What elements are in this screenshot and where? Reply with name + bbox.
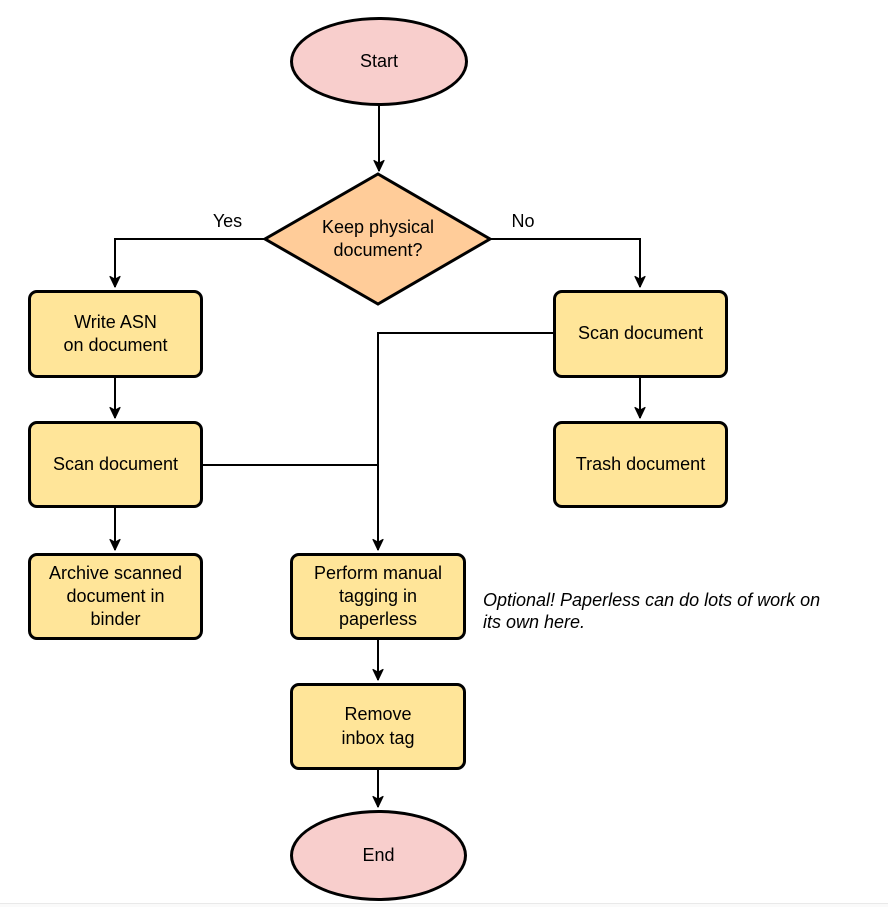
start-node-label: Start xyxy=(359,50,398,71)
edge-label-no: No xyxy=(511,211,535,231)
archive-node-label: Archive scanned document in binder xyxy=(48,562,183,630)
end-node: End xyxy=(290,810,467,901)
page-bottom-edge xyxy=(0,903,888,907)
scan-document-left-node-label: Scan document xyxy=(52,453,179,474)
trash-document-node-label: Trash document xyxy=(575,453,706,474)
edge-label-yes: Yes xyxy=(212,211,243,231)
remove-inbox-tag-node: Remove inbox tag xyxy=(290,683,466,770)
edge-decision-no-to-scan-right xyxy=(490,238,646,288)
scan-document-right-node-label: Scan document xyxy=(577,323,704,344)
manual-tagging-node-label: Perform manual tagging in paperless xyxy=(313,562,443,630)
decision-node-label: Keep physical document? xyxy=(321,216,435,260)
archive-node: Archive scanned document in binder xyxy=(28,553,203,640)
start-node: Start xyxy=(290,17,468,106)
scan-document-right-node: Scan document xyxy=(553,290,728,378)
decision-node-shape xyxy=(261,172,493,306)
write-asn-node: Write ASN on document xyxy=(28,290,203,378)
optional-annotation: Optional! Paperless can do lots of work … xyxy=(483,590,821,632)
edge-scan-right-to-tagging xyxy=(372,332,553,551)
remove-inbox-tag-node-label: Remove inbox tag xyxy=(341,704,415,748)
manual-tagging-node: Perform manual tagging in paperless xyxy=(290,553,466,640)
end-node-label: End xyxy=(362,844,395,865)
scan-document-left-node: Scan document xyxy=(28,421,203,508)
trash-document-node: Trash document xyxy=(553,421,728,508)
edge-decision-yes-to-write-asn xyxy=(109,238,265,288)
write-asn-node-label: Write ASN on document xyxy=(63,311,168,355)
